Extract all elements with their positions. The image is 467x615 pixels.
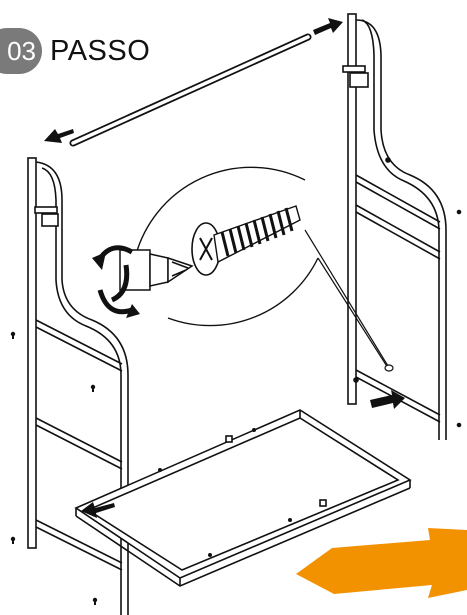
right-side-frame [342,13,462,440]
rotate-clockwise-icon [92,245,140,318]
step-number-badge: 03 [0,28,42,74]
screw-icon [191,205,301,276]
top-crossbar-rod [69,33,312,147]
direction-arrow-icon [44,18,405,518]
step-header: 03 PASSO [0,28,150,74]
loose-screws [10,331,98,605]
next-step-arrow-icon [296,528,467,598]
step-label: PASSO [50,34,151,67]
magnified-detail [92,166,394,372]
base-frame [74,409,412,587]
screwdriver-bit-icon [119,249,194,291]
left-side-frame [27,157,129,615]
